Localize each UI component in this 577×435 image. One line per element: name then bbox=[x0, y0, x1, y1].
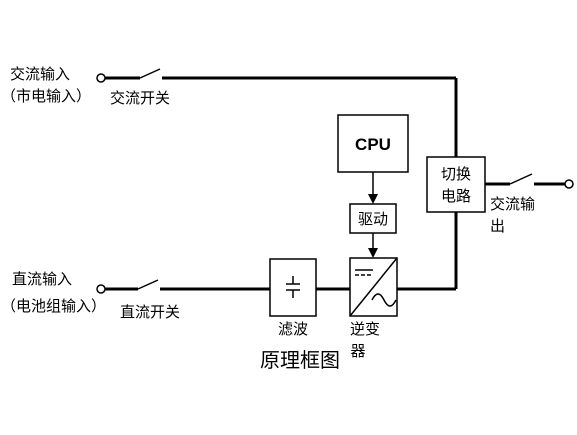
ac-switch-icon bbox=[139, 68, 161, 79]
switch-circuit-box bbox=[426, 156, 486, 213]
ac-sine-icon bbox=[371, 293, 397, 307]
ac-input-label: 交流输入 bbox=[10, 65, 70, 83]
ac-output-switch-icon bbox=[509, 173, 533, 185]
diagram-title: 原理框图 bbox=[260, 348, 340, 372]
inverter-diagonal bbox=[349, 257, 398, 317]
drive-to-inverter-arrow-icon bbox=[368, 248, 378, 258]
ac-output-label-line2: 出 bbox=[490, 217, 505, 235]
dc-switch-label: 直流开关 bbox=[120, 303, 180, 321]
inverter-label-line1: 逆变 bbox=[350, 320, 380, 338]
ac-output-label-line1: 交流输 bbox=[490, 195, 535, 213]
dc-switch-icon bbox=[137, 279, 159, 290]
cpu-box bbox=[337, 114, 409, 173]
ac-input-terminal bbox=[96, 73, 106, 83]
filter-box bbox=[269, 258, 317, 317]
switch-circuit-label-line2: 电路 bbox=[441, 187, 471, 205]
ac-output-terminal bbox=[564, 179, 574, 189]
drive-label: 驱动 bbox=[358, 210, 388, 228]
ac-switch-label: 交流开关 bbox=[110, 89, 170, 107]
dc-input-label: 直流输入 bbox=[12, 270, 72, 288]
ac-input-sub-label: （市电输入） bbox=[1, 87, 91, 105]
dc-input-terminal bbox=[96, 284, 106, 294]
cpu-label: CPU bbox=[355, 135, 391, 154]
switch-circuit-label-line1: 切换 bbox=[441, 165, 471, 183]
cpu-to-drive-arrow-icon bbox=[368, 194, 378, 204]
dc-input-sub-label: （电池组输入） bbox=[1, 297, 106, 315]
filter-label: 滤波 bbox=[278, 320, 308, 338]
inverter-label-line2: 器 bbox=[350, 342, 365, 360]
